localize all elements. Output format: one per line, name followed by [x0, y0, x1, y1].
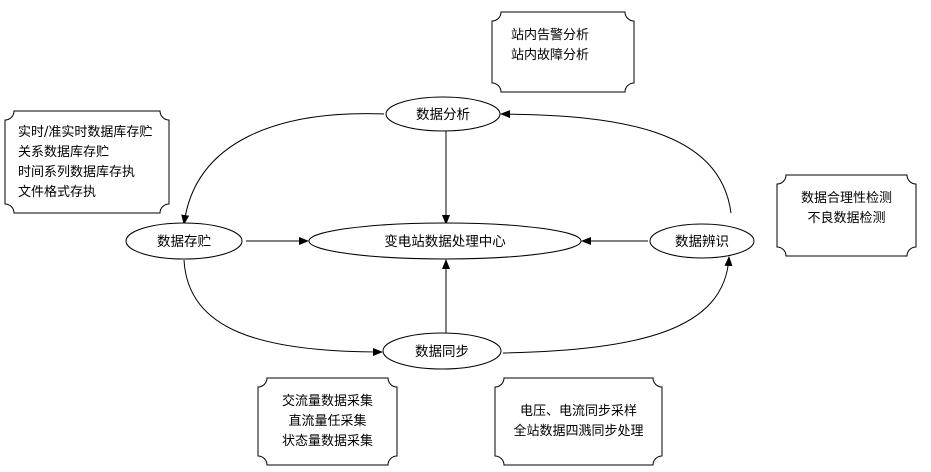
edge-storage-to-sync [183, 259, 383, 356]
node-identify-label: 数据辨识 [675, 234, 729, 250]
note-sync-right-line: 全站数据四溅同步处理 [513, 424, 644, 439]
node-analysis: 数据分析 [385, 96, 501, 132]
node-analysis-label: 数据分析 [416, 107, 470, 123]
edge-identify-to-analysis [500, 110, 732, 214]
note-identify: 数据合理性检测 不良数据检测 [777, 189, 916, 229]
note-box-sync-right [494, 377, 663, 466]
note-box-sync-left [257, 377, 398, 466]
note-sync-right-line: 电压、电流同步采样 [519, 404, 637, 419]
note-storage-line: 时间系列数据库存执 [18, 165, 136, 180]
note-sync-left-line: 直流量任采集 [288, 414, 367, 429]
edge-analysis-to-storage [181, 113, 385, 225]
note-identify-line: 数据合理性检测 [800, 191, 892, 206]
node-sync: 数据同步 [382, 332, 502, 370]
note-sync-right: 电压、电流同步采样 全站数据四溅同步处理 [495, 402, 662, 442]
note-box-analysis [491, 11, 635, 93]
node-center: 变电站数据处理中心 [308, 222, 582, 260]
note-analysis: 站内告警分析 站内故障分析 [511, 26, 589, 66]
edge-sync-to-identify [502, 256, 733, 354]
note-storage-line: 实时/准实时数据库存贮 [18, 125, 153, 140]
node-center-label: 变电站数据处理中心 [384, 234, 506, 250]
note-box-identify [776, 174, 917, 257]
node-storage-label: 数据存贮 [157, 234, 211, 250]
note-identify-line: 不良数据检测 [807, 211, 886, 226]
node-storage: 数据存贮 [125, 222, 243, 260]
note-sync-left: 交流量数据采集 直流量任采集 状态量数据采集 [258, 392, 397, 452]
note-storage-line: 文件格式存执 [18, 185, 97, 200]
note-analysis-line: 站内告警分析 [511, 28, 590, 43]
note-storage: 实时/准实时数据库存贮 关系数据库存贮 时间系列数据库存执 文件格式存执 [18, 123, 152, 203]
note-box-storage [4, 110, 170, 214]
note-storage-line: 关系数据库存贮 [18, 145, 110, 160]
note-sync-left-line: 状态量数据采集 [281, 434, 373, 449]
note-sync-left-line: 交流量数据采集 [281, 394, 373, 409]
node-identify: 数据辨识 [649, 223, 755, 259]
note-analysis-line: 站内故障分析 [511, 48, 590, 63]
node-sync-label: 数据同步 [415, 344, 469, 360]
